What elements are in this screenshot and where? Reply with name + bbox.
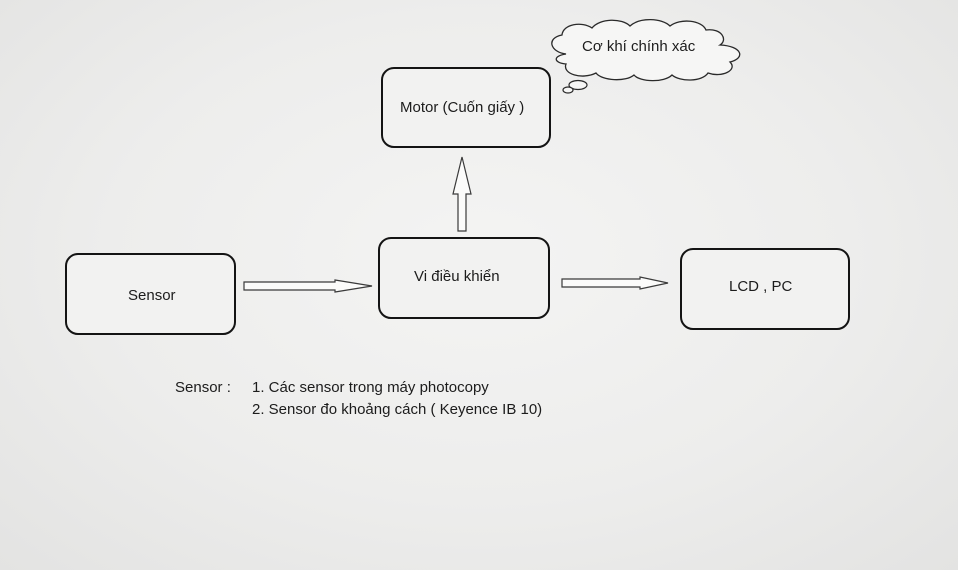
thought-cloud — [551, 18, 741, 94]
motor-box: Motor (Cuốn giấy ) — [381, 67, 551, 148]
cloud-shape — [551, 18, 741, 82]
cloud-bubble-large — [568, 79, 588, 91]
arrow-mcu-to-motor — [452, 156, 472, 232]
arrow-mcu-to-lcd — [561, 276, 669, 290]
sensor-label: Sensor — [128, 287, 176, 304]
lcd-pc-label: LCD , PC — [729, 278, 793, 295]
cloud-label: Cơ khí chính xác — [582, 38, 696, 55]
arrow-sensor-to-mcu — [243, 279, 373, 293]
sensor-note-item: 2. Sensor đo khoảng cách ( Keyence IB 10… — [252, 401, 543, 418]
microcontroller-label: Vi điều khiển — [414, 268, 500, 285]
sensor-notes-title: Sensor : — [175, 379, 231, 396]
sensor-box: Sensor — [65, 253, 236, 335]
microcontroller-box: Vi điều khiển — [378, 237, 550, 319]
motor-label: Motor (Cuốn giấy ) — [400, 99, 525, 116]
lcd-pc-box: LCD , PC — [680, 248, 850, 330]
cloud-bubble-small — [562, 86, 574, 94]
sensor-note-item: 1. Các sensor trong máy photocopy — [252, 379, 489, 396]
